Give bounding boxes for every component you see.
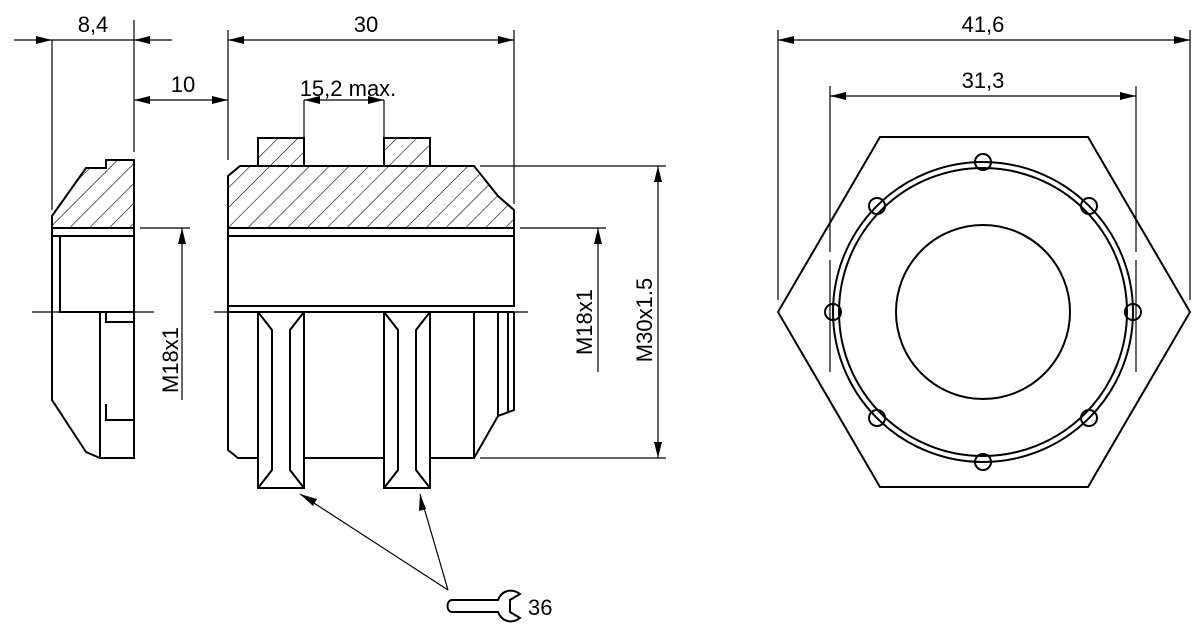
hex-outline xyxy=(776,136,1192,488)
gland-body-section xyxy=(227,165,515,229)
dimension-labels: 8,4 10 30 15,2 max. 41,6 31,3 M18x1 M18x… xyxy=(78,12,1005,620)
gland-front-view xyxy=(776,136,1192,488)
ring-lugs xyxy=(824,153,1142,471)
dim-max-clamp: 15,2 max. xyxy=(300,76,397,101)
dim-gap: 10 xyxy=(171,72,195,97)
hex-nut-1 xyxy=(257,311,305,489)
gland-side-view xyxy=(214,137,528,489)
clamp-ring-right xyxy=(383,137,431,167)
wrench-size-label: 36 xyxy=(528,595,552,620)
cap-lower-outline xyxy=(51,312,135,459)
dimension-lines xyxy=(14,20,1191,591)
dim-thread-cap: M18x1 xyxy=(158,327,183,393)
dim-cap-width: 8,4 xyxy=(78,12,109,37)
seal-cap-view xyxy=(32,159,154,459)
cap-hatched-section xyxy=(51,159,135,229)
dim-inner-across: 31,3 xyxy=(962,68,1005,93)
hex-nut-2 xyxy=(383,311,431,489)
dim-body-length: 30 xyxy=(354,12,378,37)
open-wrench-icon xyxy=(446,589,522,623)
dim-thread-inner: M18x1 xyxy=(572,289,597,355)
dim-thread-outer: M30x1.5 xyxy=(632,278,657,362)
dim-outer-across-corners: 41,6 xyxy=(962,12,1005,37)
clamp-ring-left xyxy=(257,137,305,167)
